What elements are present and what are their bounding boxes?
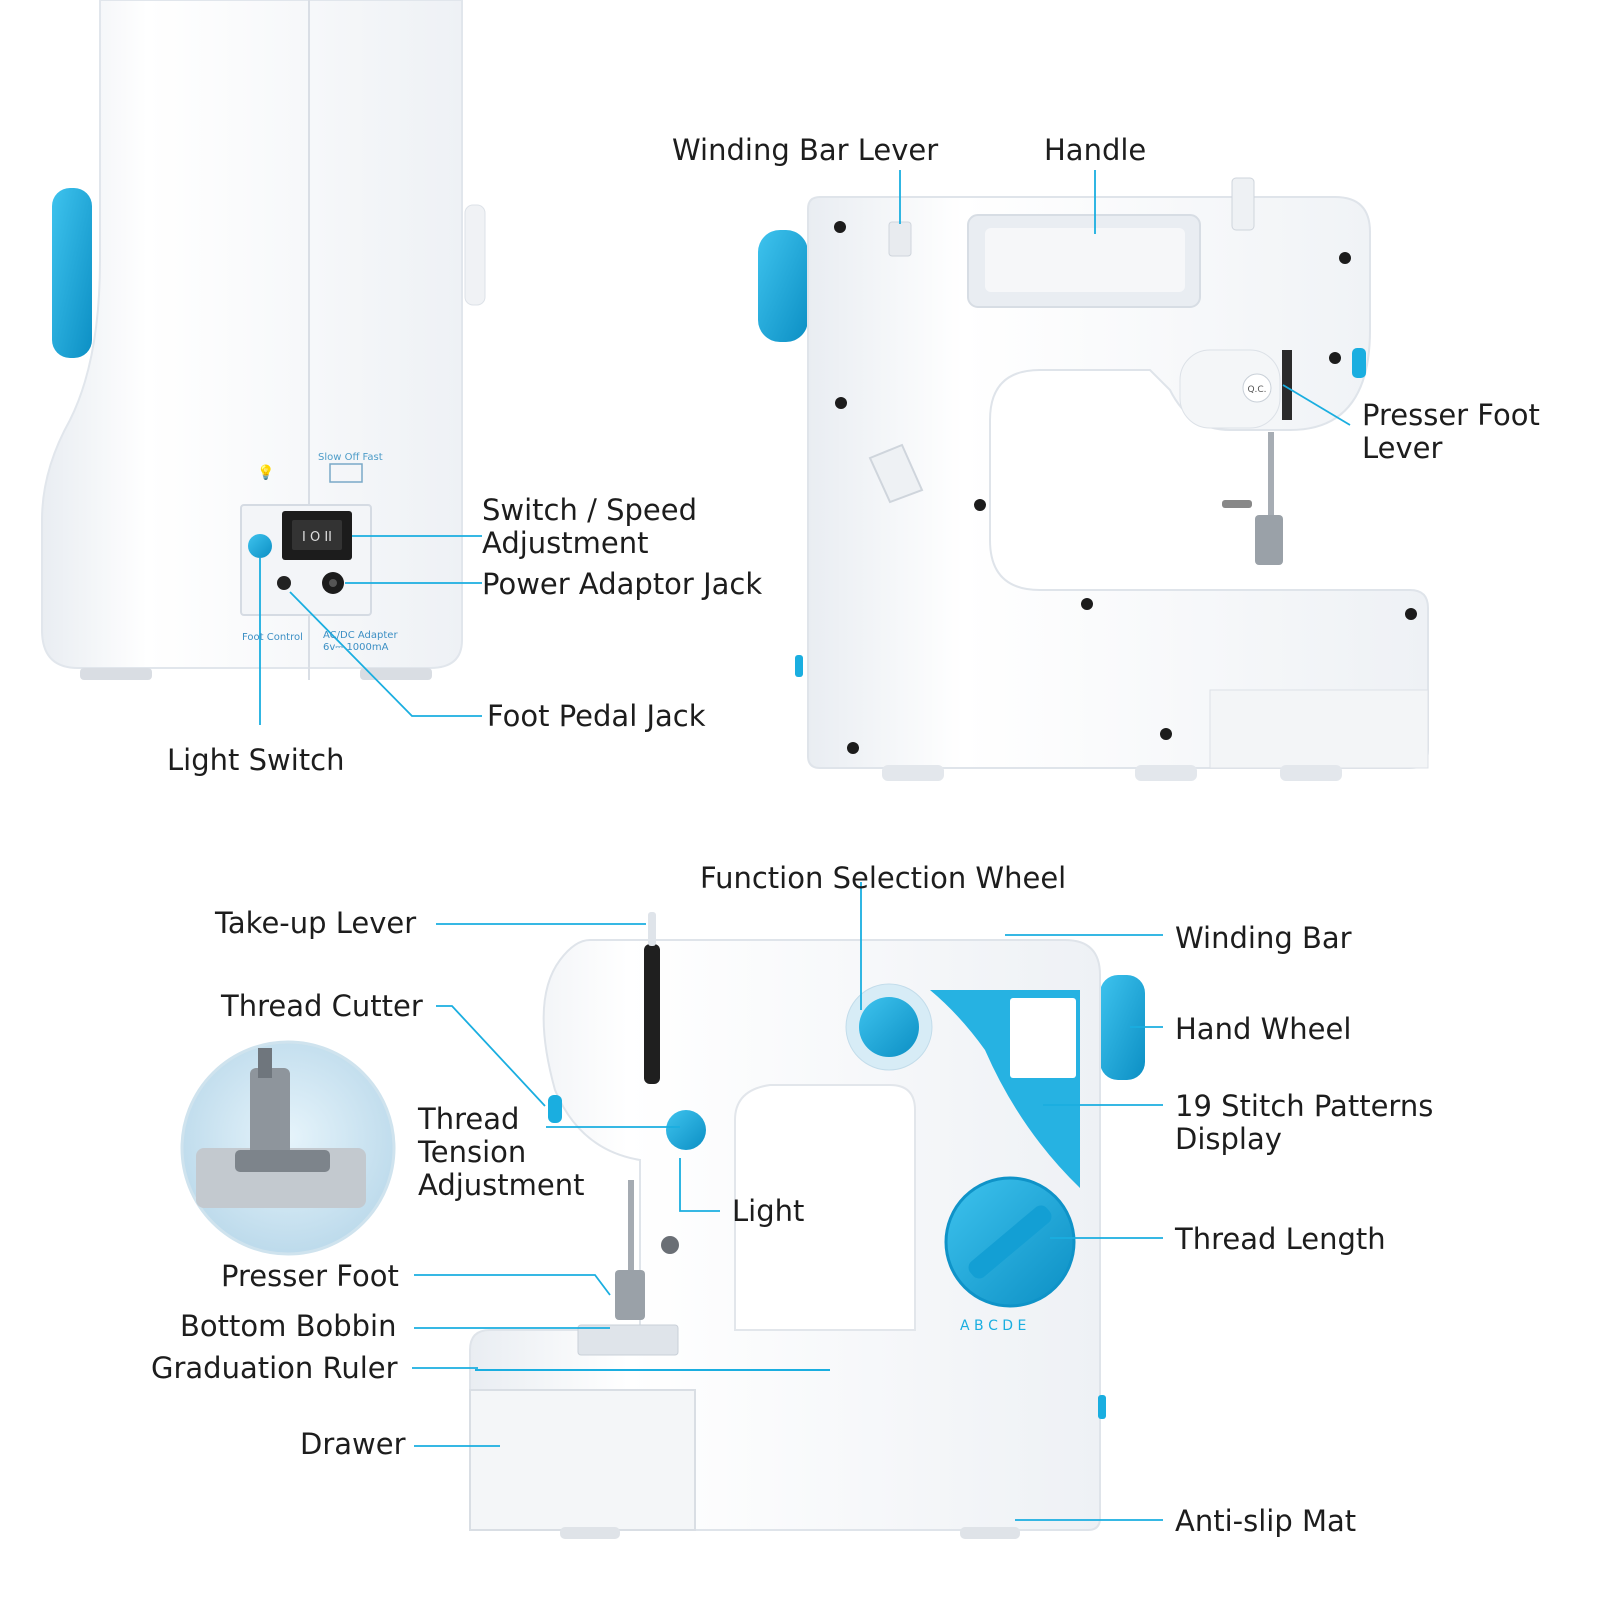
drawer-front: [469, 1389, 696, 1531]
side-view-machine: I O II: [41, 0, 486, 680]
length-dial-letters: A B C D E: [960, 1318, 1026, 1334]
svg-text:I O II: I O II: [302, 530, 332, 545]
foot-control-text: Foot Control: [242, 632, 303, 643]
label-winding-bar: Winding Bar: [1175, 921, 1352, 955]
label-take-up-lever: Take-up Lever: [215, 906, 417, 940]
label-presser-foot: Presser Foot: [221, 1259, 399, 1293]
label-hand-wheel: Hand Wheel: [1175, 1012, 1352, 1046]
front-hand-wheel: [1100, 975, 1145, 1080]
label-foot-pedal-jack: Foot Pedal Jack: [487, 699, 706, 733]
label-graduation-ruler: Graduation Ruler: [151, 1351, 398, 1385]
function-dial: [859, 997, 919, 1057]
label-function-selection-wheel: Function Selection Wheel: [700, 861, 1067, 895]
speed-marker-text: Slow Off Fast: [318, 452, 383, 463]
label-power-adaptor-jack: Power Adaptor Jack: [482, 567, 763, 601]
label-thread-length: Thread Length: [1175, 1222, 1386, 1256]
leader-lines: [259, 170, 1351, 1521]
back-hand-wheel: [758, 230, 808, 342]
back-view-machine: Q.C.: [758, 177, 1429, 781]
label-drawer: Drawer: [300, 1427, 406, 1461]
label-bottom-bobbin: Bottom Bobbin: [180, 1309, 397, 1343]
label-winding-bar-lever: Winding Bar Lever: [672, 133, 939, 167]
light-switch-button: [248, 534, 272, 558]
label-thread-cutter: Thread Cutter: [221, 989, 423, 1023]
side-hand-wheel: [52, 188, 92, 358]
foot-pedal-socket: [277, 576, 291, 590]
presser-foot-closeup: [180, 1040, 396, 1256]
label-handle: Handle: [1044, 133, 1147, 167]
label-light: Light: [732, 1194, 805, 1228]
label-switch-speed-adjustment: Switch / Speed Adjustment: [482, 493, 697, 560]
label-anti-slip-mat: Anti-slip Mat: [1175, 1504, 1357, 1538]
light-icon: 💡: [257, 465, 275, 481]
front-view-machine: A B C D E: [469, 912, 1145, 1539]
label-light-switch: Light Switch: [167, 743, 345, 777]
qc-sticker: Q.C.: [1247, 385, 1266, 395]
adapter-rating-text: AC/DC Adapter 6v⎓ 1000mA: [323, 630, 398, 653]
label-presser-foot-lever: Presser Foot Lever: [1362, 398, 1540, 465]
label-stitch-patterns-display: 19 Stitch Patterns Display: [1175, 1089, 1434, 1156]
tension-knob: [666, 1110, 706, 1150]
label-thread-tension-adjustment: Thread Tension Adjustment: [418, 1102, 585, 1202]
